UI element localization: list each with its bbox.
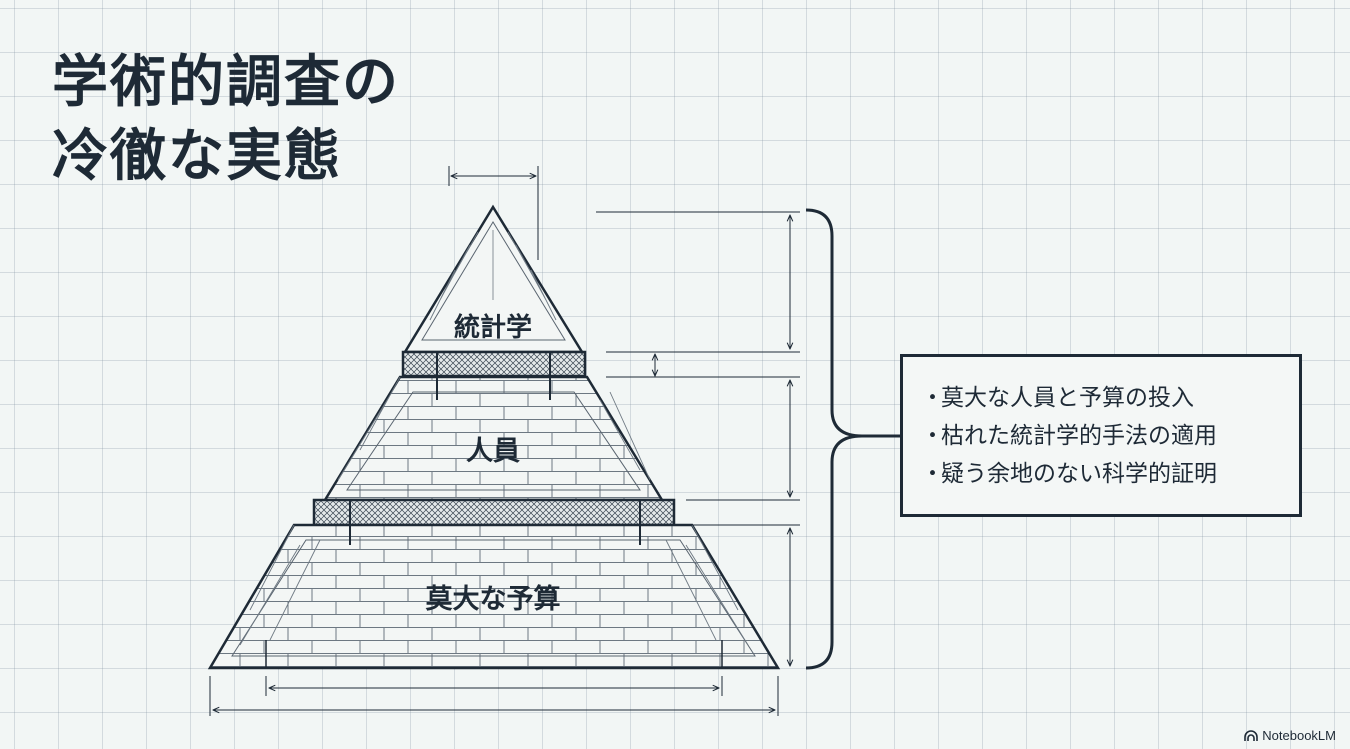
bullet-marker: ・	[921, 423, 944, 449]
tier-label-bottom: 莫大な予算	[426, 583, 561, 615]
pyramid-tier-bottom	[207, 523, 781, 670]
bullet-marker: ・	[921, 385, 944, 411]
brand-watermark: NotebookLM	[1244, 728, 1336, 743]
list-item: ・疑う余地のない科学的証明	[921, 455, 1299, 493]
dimension-lines	[209, 166, 800, 716]
notebooklm-logo-icon	[1244, 729, 1259, 741]
bullet-marker: ・	[921, 461, 944, 487]
title-line-2: 冷徹な実態	[52, 124, 342, 189]
tier-label-top: 統計学	[454, 312, 532, 343]
list-item-text: 疑う余地のない科学的証明	[941, 461, 1217, 487]
title-line-1: 学術的調査の	[52, 50, 400, 115]
summary-list: ・莫大な人員と予算の投入 ・枯れた統計学的手法の適用 ・疑う余地のない科学的証明	[921, 379, 1299, 493]
summary-box: ・莫大な人員と予算の投入 ・枯れた統計学的手法の適用 ・疑う余地のない科学的証明	[900, 354, 1302, 517]
list-item: ・枯れた統計学的手法の適用	[921, 417, 1299, 455]
list-item: ・莫大な人員と予算の投入	[921, 379, 1299, 417]
brand-name: NotebookLM	[1262, 728, 1336, 743]
pyramid-tier-middle	[312, 375, 676, 527]
tier-label-middle: 人員	[466, 436, 520, 467]
page-title: 学術的調査の 冷徹な実態	[52, 46, 400, 194]
list-item-text: 莫大な人員と予算の投入	[941, 385, 1194, 411]
curly-brace	[805, 208, 900, 670]
list-item-text: 枯れた統計学的手法の適用	[941, 423, 1217, 449]
pyramid-tier-top	[401, 204, 587, 378]
